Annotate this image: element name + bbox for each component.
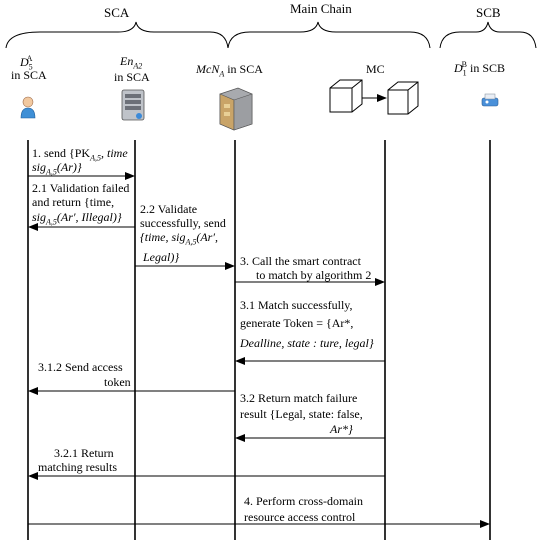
mc-cube-left-icon (329, 79, 363, 113)
participant-en-a2-domain: in SCA (114, 70, 150, 84)
header-main-chain: Main Chain (290, 1, 352, 16)
message-3-2-line3: Ar*} (330, 422, 353, 436)
message-3-1-line1: 3.1 Match successfully, (240, 298, 353, 312)
main-chain-domain-brace (227, 21, 431, 49)
header-sca: SCA (104, 5, 130, 20)
message-2-2-line3: {time, sigA,5(Ar′, (140, 230, 218, 247)
participant-en-a2-name: EnA2 (120, 54, 143, 71)
message-3-1-2-line1: 3.1.2 Send access (38, 360, 123, 374)
message-4-line1: 4. Perform cross-domain (244, 494, 363, 508)
server-icon (121, 89, 145, 121)
message-3-2-line2: result {Legal, state: false, (240, 407, 363, 421)
message-3-1-2-line2: token (104, 375, 131, 389)
user-icon (20, 96, 36, 119)
cabinet-icon (219, 87, 253, 131)
message-4-line2: resource access control (244, 510, 356, 524)
mc-cube-right-icon (387, 81, 419, 115)
message-3-line1: 3. Call the smart contract (240, 254, 361, 268)
scb-domain-brace (439, 21, 537, 49)
message-2-1-line1: 2.1 Validation failed (32, 181, 130, 195)
header-scb: SCB (476, 5, 501, 20)
message-2-2-line2: successfully, send (140, 216, 226, 230)
participant-d1b: D1B in SCB (454, 60, 506, 78)
message-1-line2: sigA,5(Ar)} (32, 160, 82, 177)
message-3-1-line3: Dealline, state : ture, legal} (240, 336, 374, 350)
message-2-2-line4: Legal)} (143, 250, 180, 264)
participant-mc: MC (366, 62, 385, 76)
message-2-2-line1: 2.2 Validate (140, 202, 198, 216)
message-3-line2: to match by algorithm 2 (256, 268, 372, 282)
device-icon (481, 93, 499, 107)
participant-mcn-a: McNA in SCA (196, 62, 263, 79)
message-3-2-1-line1: 3.2.1 Return (54, 446, 114, 460)
message-2-1-line3: sigA,5(Ar′, Illegal)} (32, 210, 122, 227)
message-2-1-line2: and return {time, (32, 195, 115, 209)
message-3-2-line1: 3.2 Return match failure (240, 391, 358, 405)
participant-d5a-name: D5A (20, 54, 33, 72)
message-3-1-line2: generate Token = {Ar*, (240, 316, 354, 330)
sca-domain-brace (5, 21, 229, 49)
message-1-line1: 1. send {PKA,5, time (32, 146, 128, 163)
participant-d5a-domain: in SCA (11, 68, 47, 82)
message-3-2-1-line2: matching results (38, 460, 117, 474)
